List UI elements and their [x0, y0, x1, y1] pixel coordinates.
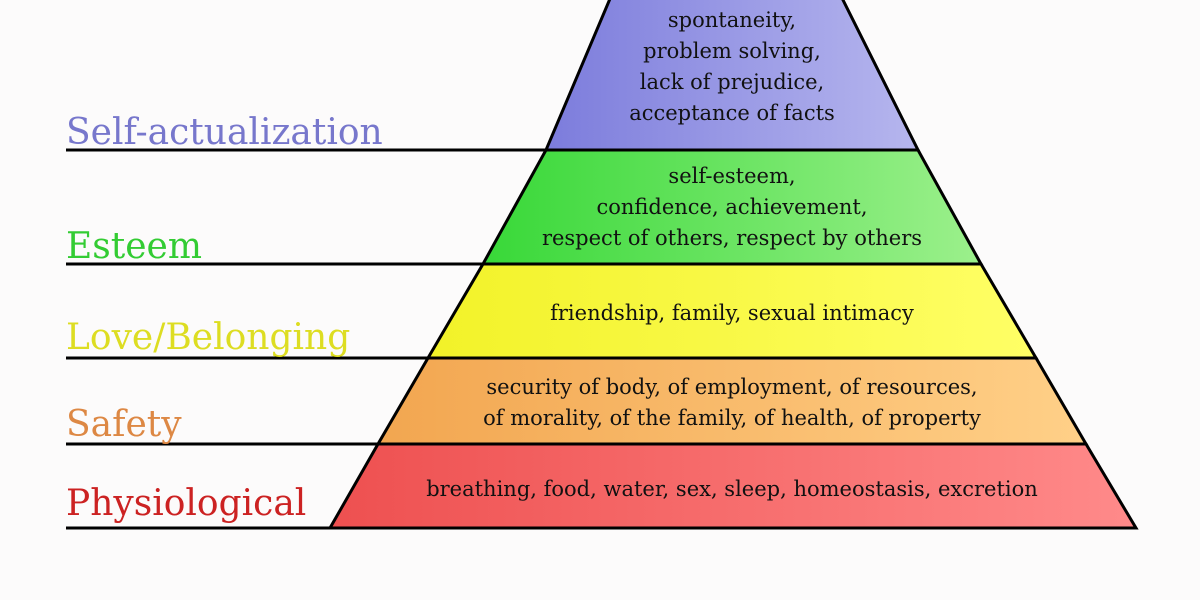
- tier-safety: [375, 356, 1089, 446]
- self-actualization-line-2: problem solving,: [643, 39, 821, 63]
- physiological-line-1: breathing, food, water, sex, sleep, home…: [426, 477, 1038, 501]
- safety-line-1: security of body, of employment, of reso…: [486, 375, 977, 399]
- tier-physiological: [327, 442, 1139, 530]
- self-actualization-line-1: spontaneity,: [668, 8, 796, 32]
- safety-line-2: of morality, of the family, of health, o…: [483, 406, 981, 430]
- label-safety: Safety: [66, 404, 182, 445]
- label-physiological: Physiological: [66, 483, 306, 524]
- self-actualization-line-3: lack of prejudice,: [640, 70, 824, 94]
- label-esteem: Esteem: [66, 226, 202, 267]
- love-belonging-line-1: friendship, family, sexual intimacy: [550, 301, 914, 325]
- self-actualization-line-4: acceptance of facts: [629, 101, 835, 125]
- esteem-line-2: confidence, achievement,: [596, 195, 867, 219]
- label-love-belonging: Love/Belonging: [66, 317, 350, 358]
- esteem-line-3: respect of others, respect by others: [542, 226, 922, 250]
- label-self-actualization: Self-actualization: [66, 112, 383, 153]
- esteem-line-1: self-esteem,: [668, 164, 795, 188]
